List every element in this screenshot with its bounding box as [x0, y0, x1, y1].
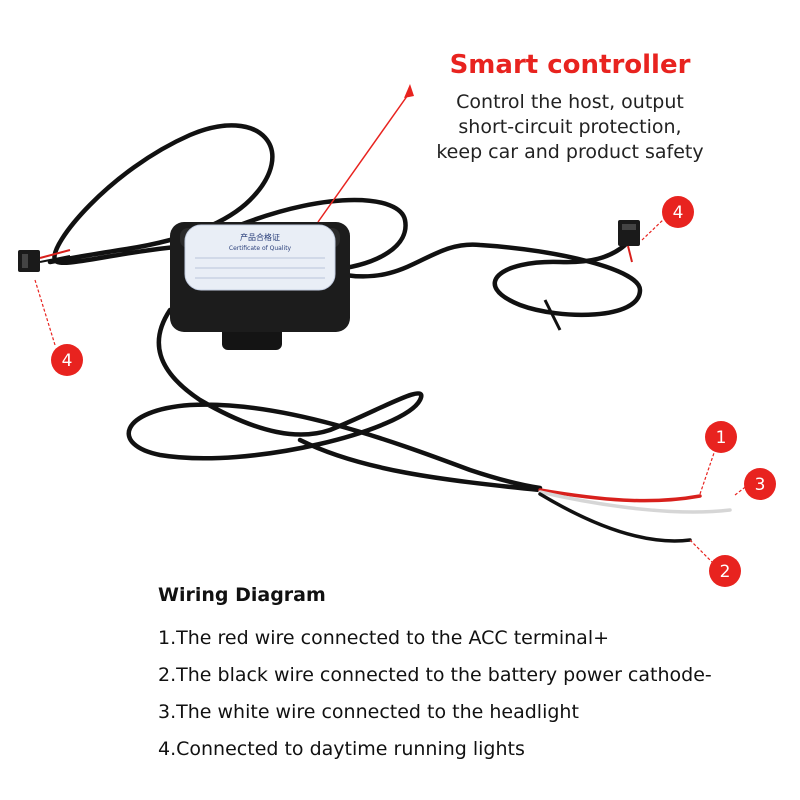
svg-text:4: 4 — [62, 351, 73, 371]
cable-left-loop — [47, 123, 275, 265]
description-line: Control the host, output — [456, 91, 684, 113]
controller-arrow — [317, 84, 414, 223]
wiring-item: 4.Connected to daytime running lights — [158, 738, 525, 760]
svg-text:1: 1 — [716, 428, 727, 448]
wiring-item: 3.The white wire connected to the headli… — [158, 701, 579, 723]
callout-badge-2: 2 — [709, 555, 741, 587]
smart-controller-title: Smart controller — [449, 50, 691, 80]
black-wire — [538, 492, 692, 543]
white-wire — [538, 490, 732, 514]
wiring-item: 2.The black wire connected to the batter… — [158, 664, 712, 686]
cable-bundle — [47, 123, 643, 493]
callout-badge-1: 1 — [705, 421, 737, 453]
red-wire — [538, 488, 702, 503]
cable-upper-arc — [237, 197, 408, 273]
wire-ends — [538, 488, 732, 543]
left-connector — [18, 249, 71, 272]
svg-text:2: 2 — [720, 562, 731, 582]
cable-trunk — [297, 437, 543, 493]
wiring-diagram-title: Wiring Diagram — [158, 584, 326, 606]
quality-label-subtitle: Certificate of Quality — [229, 245, 292, 252]
description-line: keep car and product safety — [436, 141, 704, 163]
callout-badge-right-4: 4 — [662, 196, 694, 228]
wiring-diagram: Wiring Diagram 1.The red wire connected … — [158, 584, 778, 768]
callout-badge-3: 3 — [744, 468, 776, 500]
wiring-item: 1.The red wire connected to the ACC term… — [158, 627, 610, 649]
cable-right-loop — [342, 242, 643, 318]
description-line: short-circuit protection, — [458, 116, 682, 138]
cable-lower-loop — [126, 307, 543, 491]
controller-box: 产品合格证 Certificate of Quality — [170, 222, 350, 350]
quality-label-title: 产品合格证 — [240, 232, 280, 242]
right-connector — [618, 220, 640, 263]
svg-text:3: 3 — [755, 475, 766, 495]
controller-description: Control the host, output short-circuit p… — [400, 90, 740, 165]
cable-tie — [543, 299, 562, 331]
callout-lines — [34, 217, 749, 563]
callout-badge-left-4: 4 — [51, 344, 83, 376]
quality-label — [184, 224, 336, 291]
svg-text:4: 4 — [673, 203, 684, 223]
